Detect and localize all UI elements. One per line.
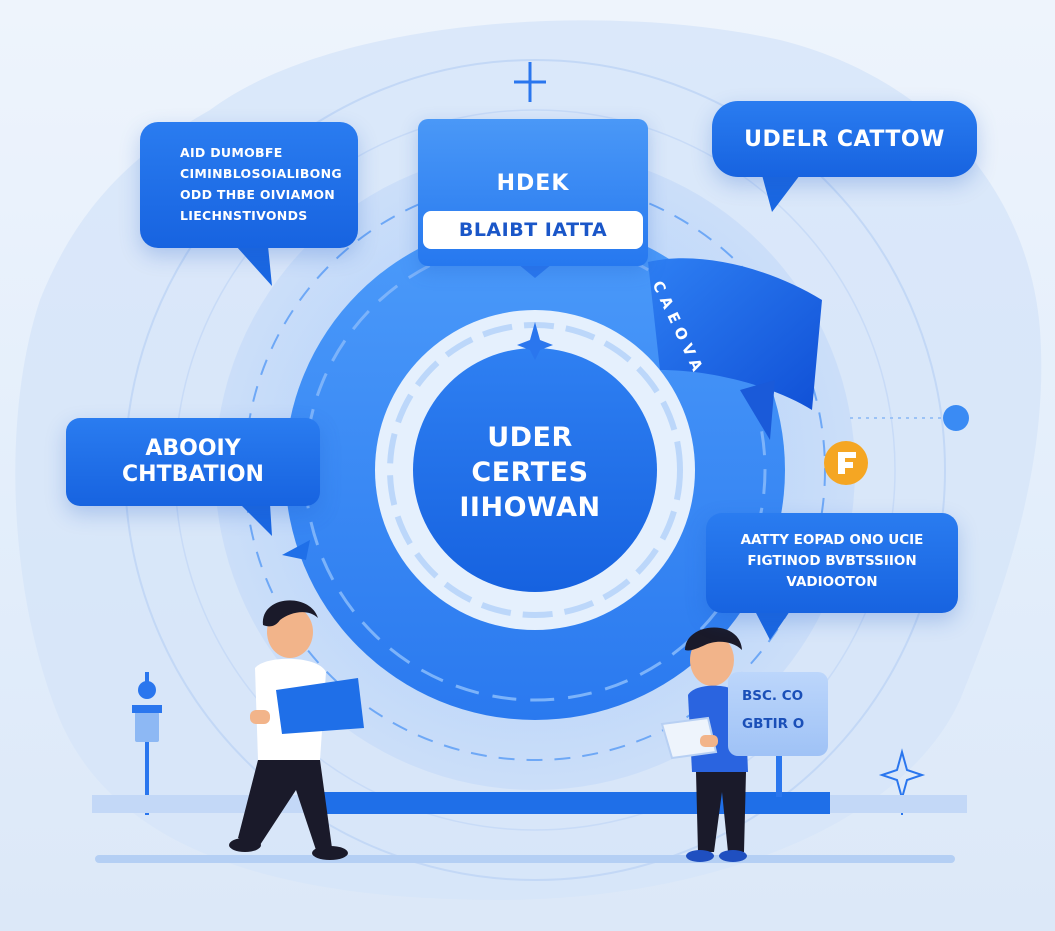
bubble-line: AID DUMOBFE: [180, 145, 283, 160]
speech-bubble-mid-left: ABOOIY CHTBATION: [66, 418, 320, 506]
bubble-text: UDELR CATTOW: [744, 126, 945, 152]
crosshair-icon: [514, 62, 546, 102]
bubble-line: ABOOIY: [145, 436, 241, 461]
person-left: [229, 600, 364, 860]
node-dot: [943, 405, 969, 431]
bubble-line: VADIOOTON: [786, 574, 878, 590]
center-core: [413, 348, 657, 592]
speech-bubble-mid-right: AATTY EOPAD ONO UCIE FIGTINOD BVBTSSIION…: [706, 513, 958, 613]
side-tab: [648, 258, 822, 410]
ground-shadow: [95, 855, 955, 863]
sign-post: [776, 752, 782, 797]
bubble-line: CHTBATION: [122, 462, 264, 487]
center-label: UDER CERTES IIHOWAN: [405, 420, 655, 525]
bubble-tail-tr: [762, 175, 800, 212]
header-card-title: HDEK: [496, 171, 570, 196]
center-line: CERTES: [471, 457, 589, 488]
header-card: HDEK BLAIBT IATTA: [418, 119, 648, 266]
bubble-line: AATTY EOPAD ONO UCIE: [740, 532, 924, 548]
bubble-line: ODD THBE OIVIAMON: [180, 187, 336, 202]
center-line: IIHOWAN: [459, 492, 601, 523]
bubble-line: CIMINBLOSOIALIBONG: [180, 166, 342, 181]
bubble-tail-ml: [240, 504, 272, 536]
bubble-line: FIGTINOD BVBTSSIION: [747, 553, 917, 569]
speech-bubble-top-right: UDELR CATTOW: [712, 101, 977, 177]
orange-badge-glyph: [838, 452, 856, 474]
bubble-tail-mr: [755, 611, 790, 640]
bubble-line: LIECHNSTIVONDS: [180, 208, 308, 223]
bubble-tail-tl: [236, 246, 272, 286]
lamp-post: [132, 672, 162, 815]
triangle-marker: [282, 540, 310, 560]
side-tab-fold: [740, 380, 775, 440]
sign-line: GBTIR O: [742, 716, 805, 732]
sign-line: BSC. CO: [742, 688, 804, 704]
header-card-pill: BLAIBT IATTA: [423, 211, 643, 249]
stage-platform: [310, 792, 830, 814]
speech-bubble-top-left: AID DUMOBFE CIMINBLOSOIALIBONG ODD THBE …: [140, 122, 358, 248]
sparkle-icon: [517, 322, 553, 360]
info-sign: BSC. CO GBTIR O: [728, 672, 828, 756]
center-line: UDER: [487, 422, 573, 453]
header-card-pointer: [518, 264, 552, 278]
